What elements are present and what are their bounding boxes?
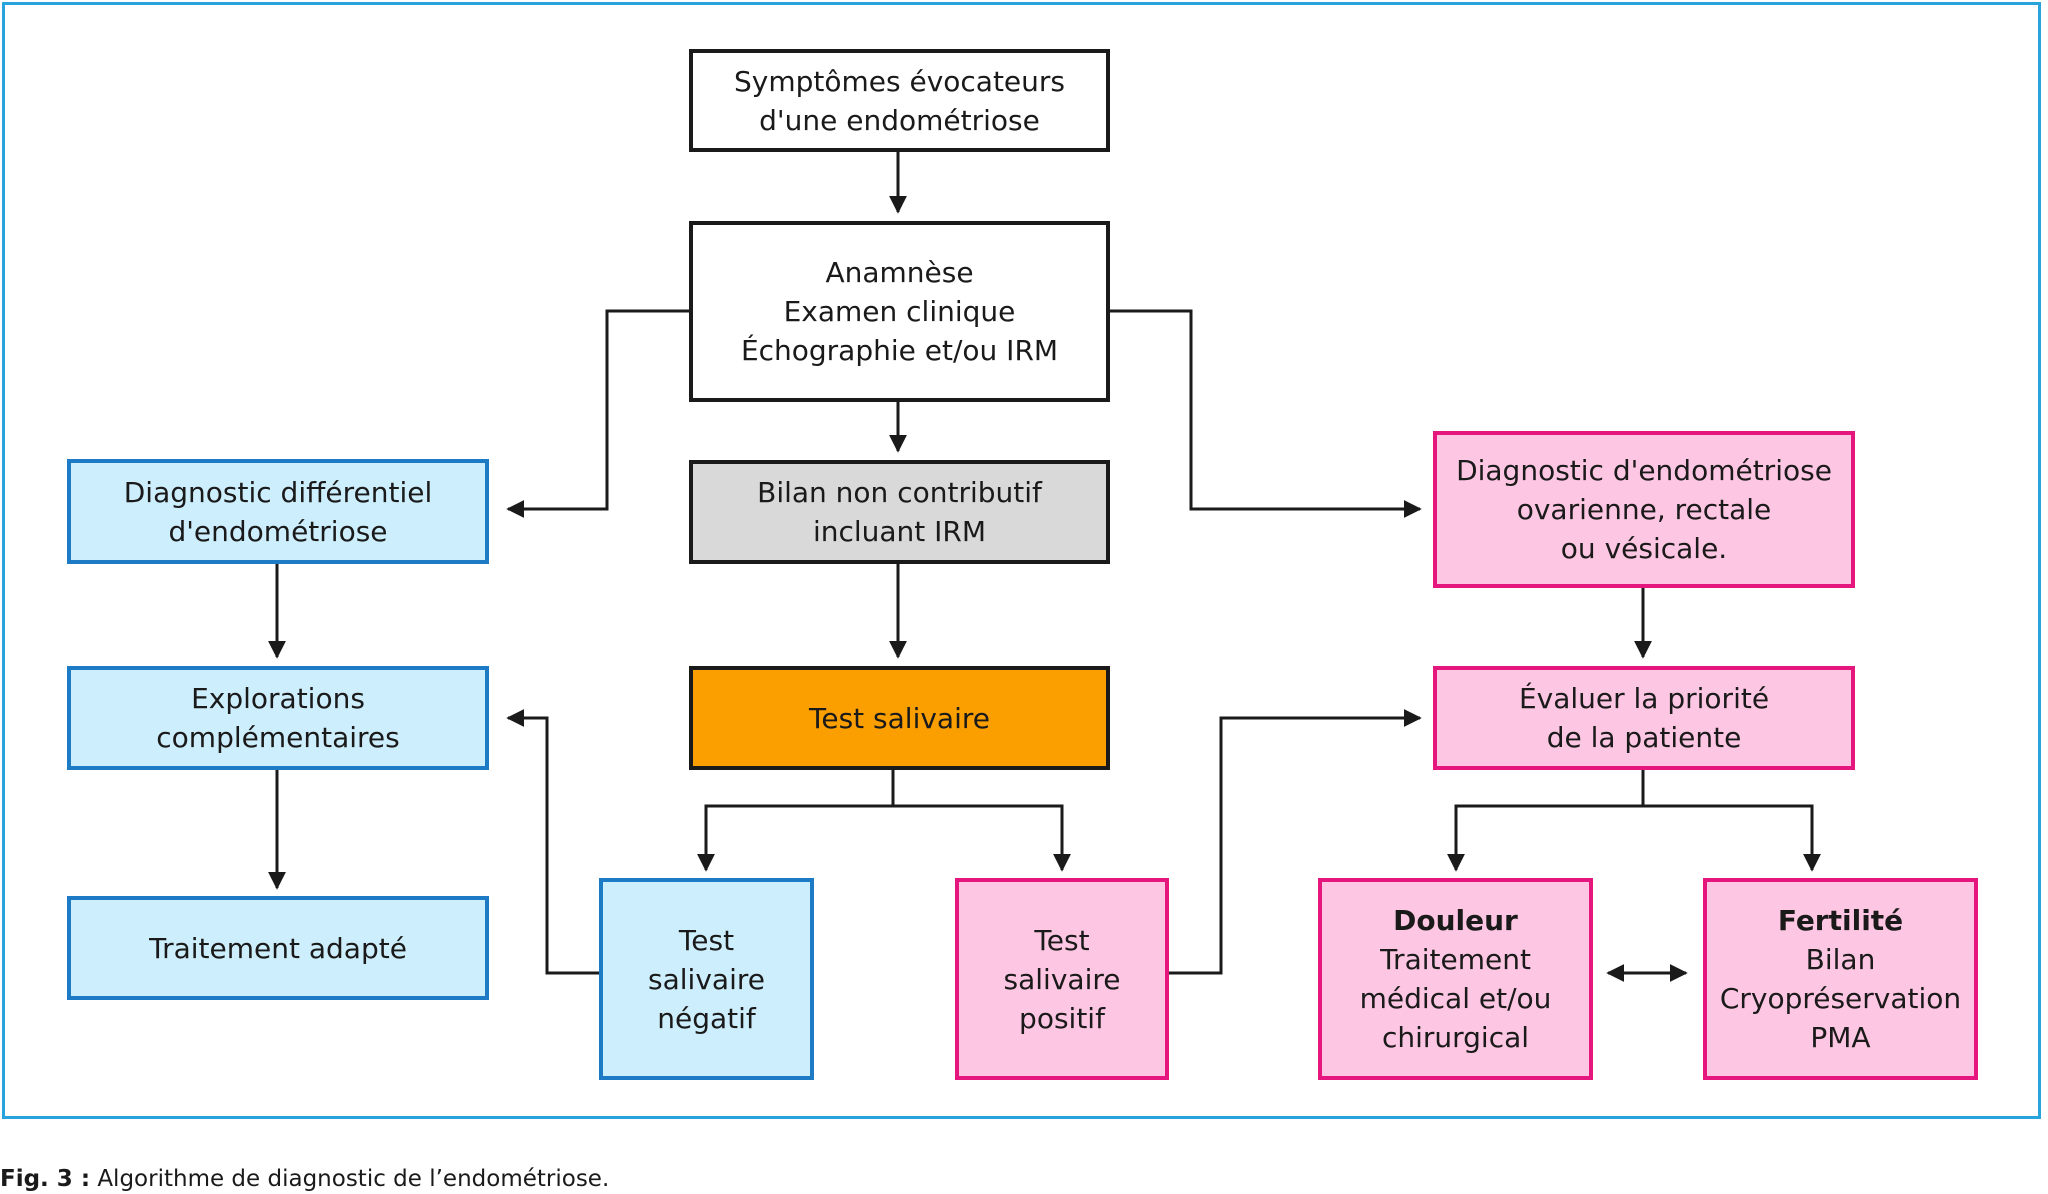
- figure-caption: Fig. 3 : Algorithme de diagnostic de l’e…: [0, 1165, 609, 1193]
- symptoms-line: d'une endométriose: [759, 103, 1040, 137]
- endometriosis-diagnosis-box: Diagnostic d'endométriose ovarienne, rec…: [1433, 431, 1855, 588]
- figure-frame: [2, 2, 2041, 1119]
- priority-line: Évaluer la priorité: [1518, 682, 1770, 715]
- pain-title: Douleur: [1393, 901, 1518, 940]
- adapted-treatment-box: Traitement adapté: [67, 896, 489, 1000]
- caption-text: Algorithme de diagnostic de l’endométrio…: [90, 1166, 610, 1192]
- anamnesis-line: Échographie et/ou IRM: [740, 334, 1059, 367]
- differential-line: Diagnostic différentiel: [123, 475, 433, 509]
- non-contributive-line: incluant IRM: [812, 515, 987, 548]
- arrow-negative-to-explorations: [506, 709, 601, 975]
- negative-test-line: négatif: [657, 1001, 756, 1035]
- symptoms-line: Symptômes évocateurs: [733, 64, 1066, 98]
- pain-line: chirurgical: [1381, 1021, 1530, 1054]
- fertility-title: Fertilité: [1778, 901, 1903, 940]
- fertility-line: Bilan: [1805, 943, 1876, 976]
- anamnesis-line: Anamnèse: [825, 256, 974, 289]
- fertility-title-text: Fertilité: [1777, 904, 1904, 937]
- fertility-line: PMA: [1810, 1021, 1871, 1054]
- pain-line: médical et/ou: [1359, 982, 1552, 1015]
- anamnesis-box: Anamnèse Examen clinique Échographie et/…: [689, 221, 1110, 402]
- positive-test-line: Test: [1034, 923, 1090, 957]
- pain-box: Douleur Traitement médical et/ou chirurg…: [1318, 878, 1593, 1080]
- differential-diagnosis-box: Diagnostic différentiel d'endométriose: [67, 459, 489, 564]
- caption-label: Fig. 3 :: [0, 1166, 91, 1192]
- negative-test-box: Test salivaire négatif: [599, 878, 814, 1080]
- negative-test-line: salivaire: [648, 962, 765, 996]
- arrow-positive-to-priority: [1166, 709, 1422, 975]
- differential-line: d'endométriose: [168, 514, 388, 548]
- priority-box: Évaluer la priorité de la patiente: [1433, 666, 1855, 770]
- anamnesis-line: Examen clinique: [783, 295, 1016, 328]
- pain-title-text: Douleur: [1393, 904, 1518, 937]
- priority-line: de la patiente: [1546, 721, 1742, 754]
- positive-test-box: Test salivaire positif: [955, 878, 1169, 1080]
- fertility-line: Cryopréservation: [1719, 982, 1962, 1015]
- adapted-treatment-label: Traitement adapté: [149, 931, 407, 965]
- arrow-anamnesis-to-differential: [506, 309, 690, 518]
- connector-saliva-test-split: [704, 770, 1062, 870]
- connector-priority-split: [1454, 769, 1812, 870]
- explorations-line: Explorations: [191, 682, 365, 715]
- positive-test-line: salivaire: [1003, 962, 1121, 996]
- saliva-test-label: Test salivaire: [809, 701, 990, 735]
- endometriosis-diagnosis-line: ou vésicale.: [1560, 532, 1728, 565]
- arrow-anamnesis-to-endometriosis-diagnosis: [1108, 309, 1422, 518]
- symptoms-box: Symptômes évocateurs d'une endométriose: [689, 49, 1110, 152]
- non-contributive-line: Bilan non contributif: [757, 476, 1042, 509]
- explorations-line: complémentaires: [156, 721, 400, 754]
- positive-test-line: positif: [1019, 1001, 1105, 1035]
- endometriosis-diagnosis-line: Diagnostic d'endométriose: [1456, 454, 1832, 487]
- saliva-test-box: Test salivaire: [689, 666, 1110, 770]
- explorations-box: Explorations complémentaires: [67, 666, 489, 770]
- pain-line: Traitement: [1380, 943, 1531, 976]
- non-contributive-box: Bilan non contributif incluant IRM: [689, 460, 1110, 564]
- endometriosis-diagnosis-line: ovarienne, rectale: [1516, 493, 1772, 526]
- fertility-box: Fertilité Bilan Cryopréservation PMA: [1703, 878, 1978, 1080]
- negative-test-line: Test: [678, 923, 735, 957]
